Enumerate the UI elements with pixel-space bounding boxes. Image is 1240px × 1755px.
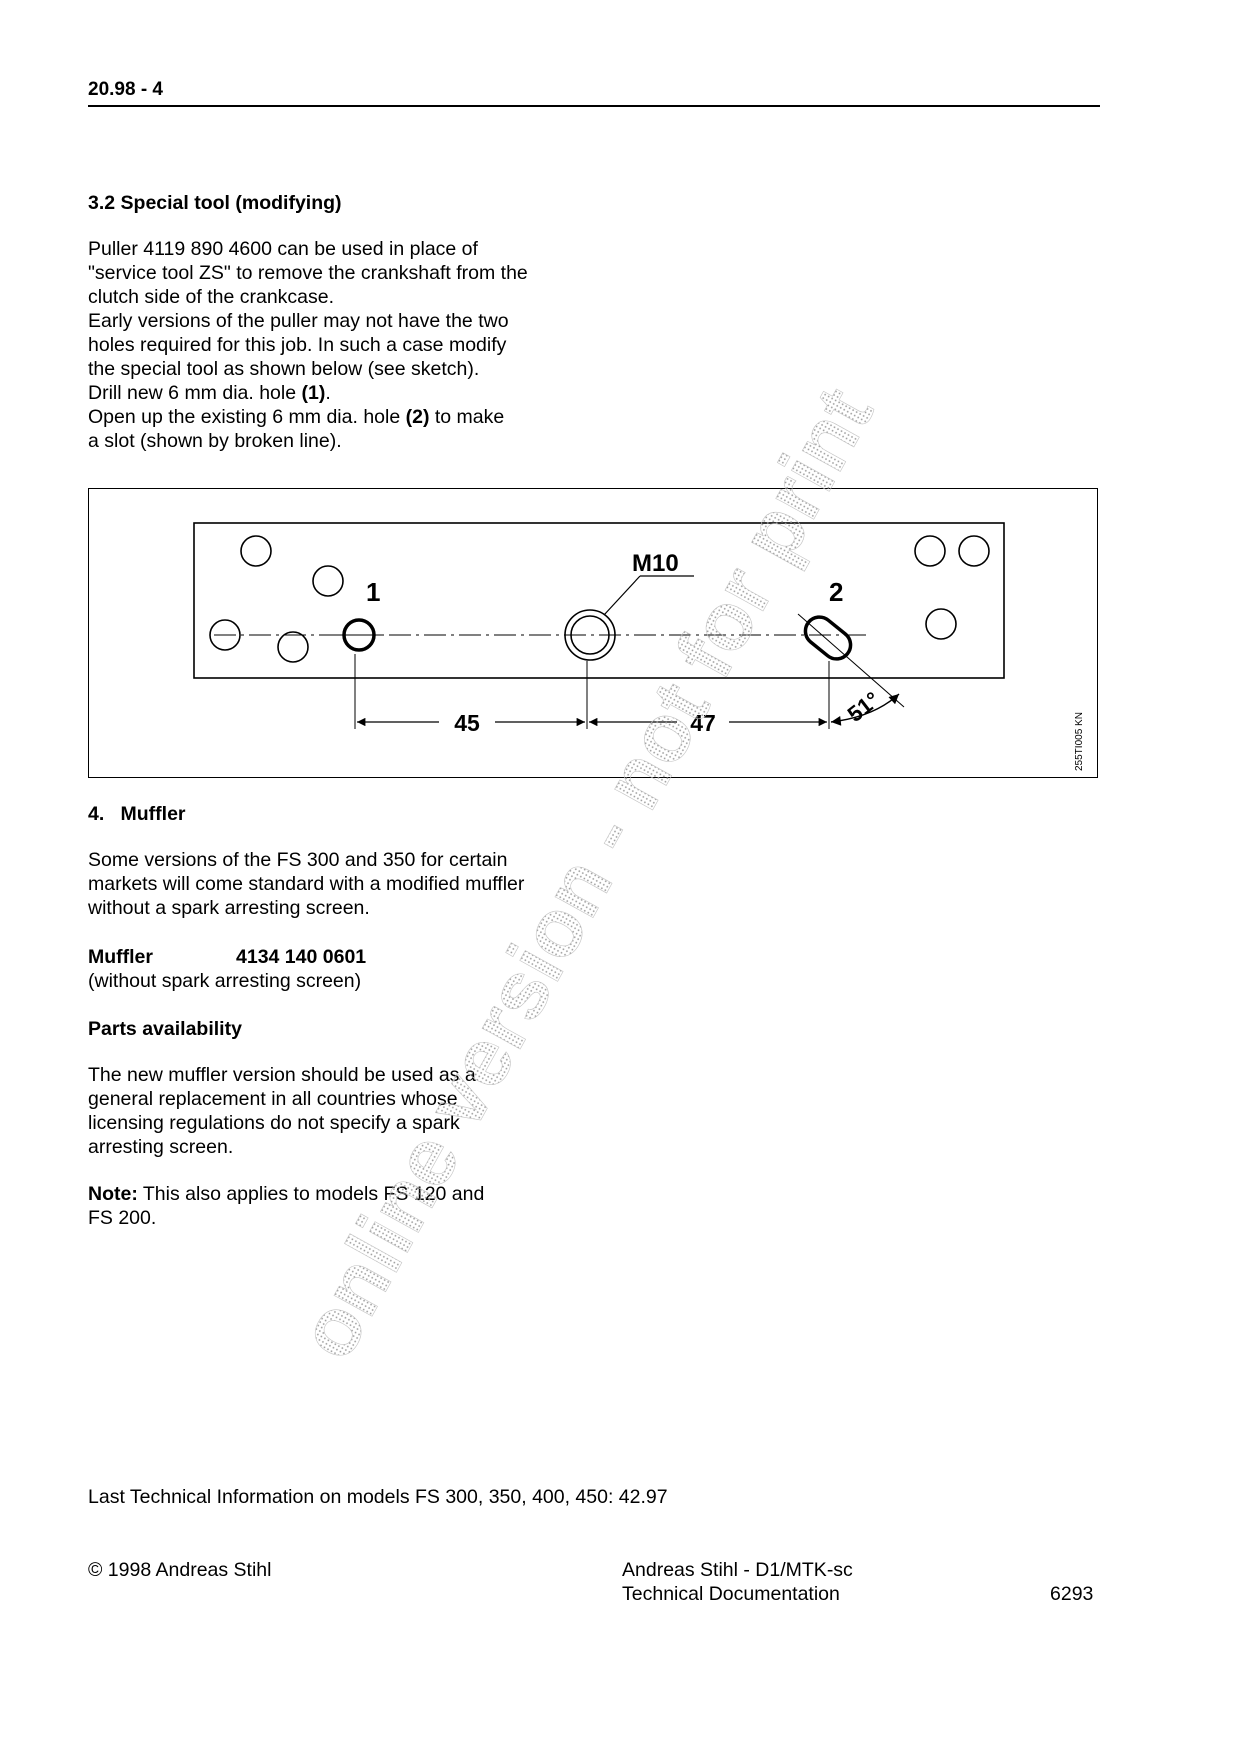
page-number: 20.98 - 4 (88, 79, 163, 100)
note-label: Note: (88, 1183, 138, 1205)
body-line: arresting screen. (88, 1136, 234, 1158)
section-body-parts-availability: The new muffler version should be used a… (88, 1063, 476, 1159)
label-hole-1: 1 (366, 577, 380, 607)
body-line: the special tool as shown below (see ske… (88, 358, 480, 380)
header-rule (88, 105, 1100, 107)
company-name: Andreas Stihl - D1/MTK-sc (622, 1559, 853, 1581)
part-name: Muffler (88, 946, 153, 968)
figure-puller-sketch: 1 2 M10 45 47 51° 255TI005 KN (88, 488, 1098, 778)
body-line: a slot (shown by broken line). (88, 430, 342, 452)
document-number: 6293 (1050, 1583, 1094, 1605)
note-text: This also applies to models FS 120 and (137, 1183, 485, 1205)
hole (925, 608, 957, 640)
drill-end: . (325, 382, 331, 404)
dim-label-47: 47 (690, 710, 716, 736)
drill-instruction: Drill new 6 mm dia. hole (1). (88, 381, 528, 405)
last-technical-info: Last Technical Information on models FS … (88, 1486, 668, 1508)
open-text: Open up the existing 6 mm dia. hole (88, 406, 406, 428)
department: Technical Documentation (622, 1583, 840, 1605)
note-line: FS 200. (88, 1207, 157, 1229)
drill-text: Drill new 6 mm dia. hole (88, 382, 302, 404)
angle-leg (797, 613, 905, 708)
m10-hole-outer (564, 609, 616, 661)
figure-code: 255TI005 KN (1074, 712, 1085, 771)
part-row: Muffler 4134 140 0601 (88, 945, 366, 969)
section-body-special-tool: Puller 4119 890 4600 can be used in plac… (88, 237, 528, 453)
body-line: Puller 4119 890 4600 can be used in plac… (88, 238, 478, 260)
body-line: Early versions of the puller may not hav… (88, 310, 509, 332)
body-line: "service tool ZS" to remove the cranksha… (88, 262, 528, 284)
hole (209, 619, 241, 651)
puller-drawing: 1 2 M10 45 47 51° 255TI005 KN (193, 522, 1085, 771)
m10-hole-inner (570, 615, 610, 655)
open-text-end: to make (429, 406, 505, 428)
section-body-muffler: Some versions of the FS 300 and 350 for … (88, 848, 524, 920)
body-line: clutch side of the crankcase. (88, 286, 335, 308)
body-line: The new muffler version should be used a… (88, 1064, 476, 1086)
section-heading-parts-availability: Parts availability (88, 1018, 242, 1040)
hole (914, 535, 946, 567)
m10-leader-diag (603, 575, 641, 616)
body-line: licensing regulations do not specify a s… (88, 1112, 460, 1134)
open-instruction: Open up the existing 6 mm dia. hole (2) … (88, 405, 528, 429)
body-line: without a spark arresting screen. (88, 897, 370, 919)
hole (240, 535, 272, 567)
body-line: general replacement in all countries who… (88, 1088, 458, 1110)
angle-arc (830, 693, 900, 726)
hole (312, 565, 344, 597)
note: Note: This also applies to models FS 120… (88, 1182, 484, 1230)
hole-ref-2: (2) (405, 406, 430, 428)
label-m10: M10 (632, 550, 679, 577)
section-heading-muffler: 4. Muffler (88, 803, 186, 825)
body-line: holes required for this job. In such a c… (88, 334, 507, 356)
part-note: (without spark arresting screen) (88, 970, 362, 992)
section-heading-special-tool: 3.2 Special tool (modifying) (88, 192, 342, 214)
slot-2 (803, 615, 853, 661)
part-number: 4134 140 0601 (236, 946, 367, 968)
hole (277, 631, 309, 663)
hole-ref-1: (1) (301, 382, 326, 404)
puller-bar (193, 522, 1005, 679)
angle-label: 51° (843, 687, 885, 727)
label-hole-2: 2 (829, 577, 843, 607)
dim-label-45: 45 (454, 710, 480, 736)
hole (958, 535, 990, 567)
footer-company: Andreas Stihl - D1/MTK-sc Technical Docu… (622, 1558, 853, 1606)
note-line: Note: This also applies to models FS 120… (88, 1182, 484, 1206)
body-line: markets will come standard with a modifi… (88, 873, 525, 895)
copyright: © 1998 Andreas Stihl (88, 1559, 272, 1581)
body-line: Some versions of the FS 300 and 350 for … (88, 849, 508, 871)
